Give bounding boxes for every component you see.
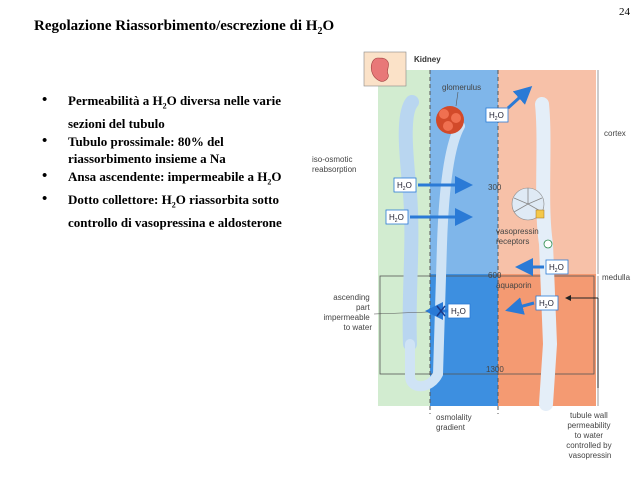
title-subscript: 2 [317, 26, 323, 37]
h2o-box-medulla-1: H2O [545, 259, 569, 275]
h2o-box-proximal-2: H2O [385, 209, 409, 225]
bullet-text: Dotto collettore: H [68, 192, 172, 208]
kidney-icon [370, 57, 389, 82]
h2o-box-glomerulus: H2O [485, 107, 509, 123]
bullet-text: Permeabilità a H [68, 93, 163, 108]
collecting-duct [535, 97, 558, 411]
osmolality-1300: 1300 [486, 365, 504, 374]
glomerulus-label: glomerulus [442, 83, 481, 92]
h2o-box-ascending: H2O [447, 303, 471, 319]
bullet-item: Permeabilità a H2O diversa nelle varie s… [38, 92, 308, 132]
bullet-item: Dotto collettore: H2O riassorbita sotto … [38, 191, 308, 231]
proximal-tubule [398, 95, 419, 351]
ascending-pointer [373, 311, 429, 315]
h2o-arrow-glomerulus [506, 85, 533, 110]
block-cross-icon [436, 305, 446, 317]
bullet-item: Ansa ascendente: impermeabile a H2O [38, 168, 308, 191]
cortex-label: cortex [604, 129, 626, 138]
glomerulus [436, 106, 464, 134]
medulla-box [379, 275, 595, 375]
page-number: 24 [619, 6, 630, 18]
kidney-diagram: Kidney glomerulus cortex medulla iso-osm… [312, 51, 631, 460]
bullet-text: O riassorbita sotto controllo di vasopre… [68, 192, 282, 230]
kidney-label: Kidney [414, 55, 441, 64]
bullet-text: O [271, 168, 282, 184]
slide-title: Regolazione Riassorbimento/escrezione di… [34, 18, 334, 37]
h2o-arrow-medulla-2 [505, 297, 535, 315]
medulla-label: medulla [602, 273, 631, 282]
svg-text:H2O: H2O [539, 299, 554, 310]
vasopressin-receptor-icon [511, 187, 545, 221]
bullet-item: Tubulo prossimale: 80% del riassorbiment… [38, 133, 308, 167]
bullet-list: Permeabilità a H2O diversa nelle varie s… [38, 92, 308, 232]
svg-text:H2O: H2O [389, 213, 404, 224]
aquaporin-label: aquaporin [496, 281, 532, 290]
svg-text:H2O: H2O [489, 111, 504, 122]
bullet-subscript: 2 [171, 200, 176, 210]
bullet-subscript: 2 [267, 177, 272, 187]
osmolality-300: 300 [488, 183, 502, 192]
h2o-box-proximal-1: H2O [393, 177, 417, 193]
info-marker [543, 239, 553, 249]
svg-text:H2O: H2O [451, 307, 466, 318]
bullet-text: Ansa ascendente: impermeabile a H [68, 168, 268, 184]
loop-of-henle [405, 121, 465, 392]
tubule-wall-label: tubule wall permeability to water contro… [566, 411, 614, 460]
bullet-text: O diversa nelle varie sezioni del tubulo [68, 93, 282, 131]
bullet-subscript: 2 [162, 101, 167, 111]
glomerulus-pointer [455, 91, 459, 107]
tubule-wall-pointer [566, 298, 599, 388]
title-text-end: O [322, 18, 335, 34]
svg-text:H2O: H2O [397, 181, 412, 192]
h2o-box-medulla-2: H2O [535, 295, 559, 311]
osmolality-600: 600 [488, 271, 502, 280]
ascending-label: ascending part impermeable to water [324, 293, 373, 332]
bullet-text: Tubulo prossimale: 80% del riassorbiment… [68, 133, 226, 166]
svg-text:H2O: H2O [549, 263, 564, 274]
title-text: Regolazione Riassorbimento/escrezione di… [34, 18, 318, 34]
